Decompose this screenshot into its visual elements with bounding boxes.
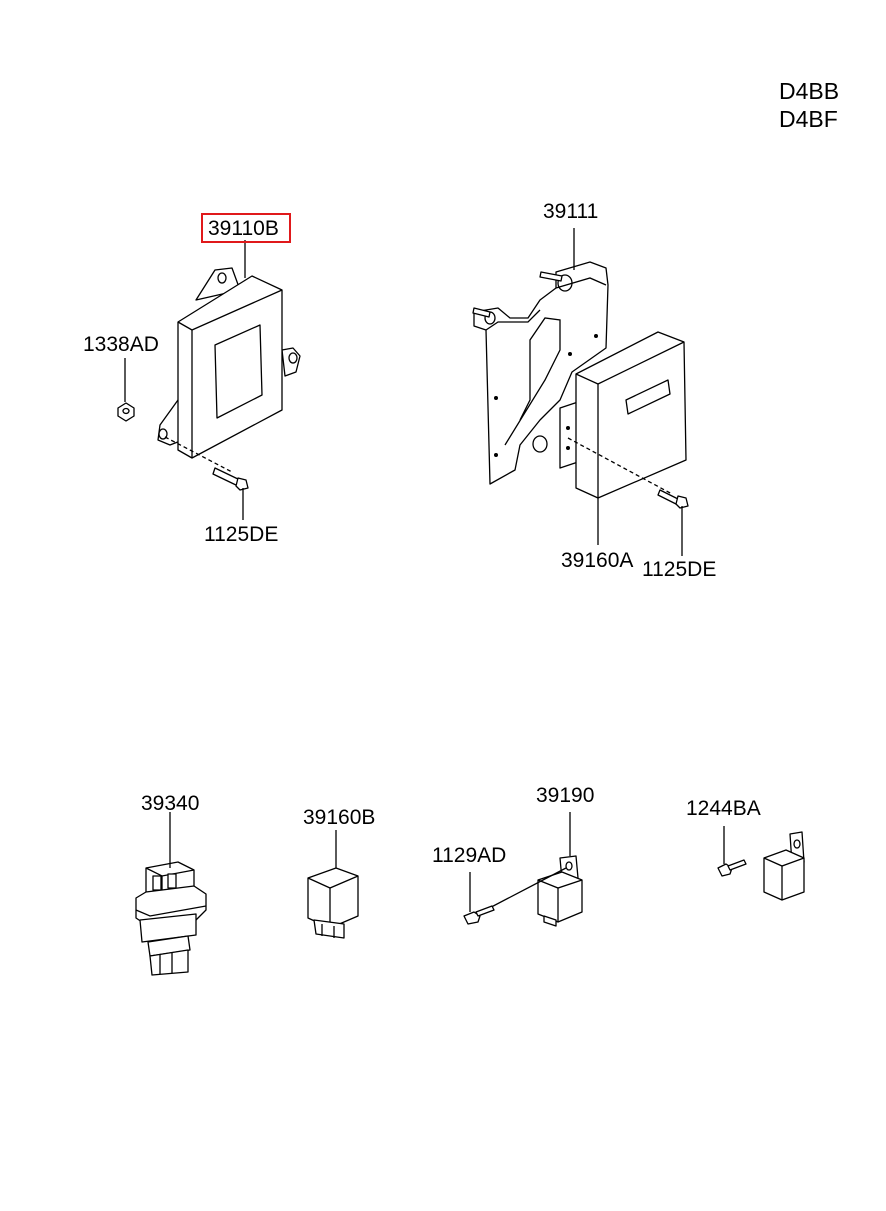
part-label-1125de-left[interactable]: 1125DE — [204, 523, 278, 546]
hex-nut-drawing — [117, 402, 135, 422]
part-label-39160a[interactable]: 39160A — [561, 549, 633, 572]
part-label-39340[interactable]: 39340 — [141, 792, 199, 815]
engine-code-d4bf: D4BF — [779, 106, 838, 132]
relay-39190-drawing — [463, 855, 583, 927]
relay-39160b-drawing — [307, 867, 359, 939]
mounting-bracket-drawing — [472, 261, 609, 485]
part-label-39110b[interactable]: 39110B — [208, 217, 279, 240]
part-label-39190[interactable]: 39190 — [536, 784, 594, 807]
selected-part-highlight — [201, 213, 291, 243]
ecu-bolt-drawing — [164, 436, 249, 491]
part-label-39111[interactable]: 39111 — [543, 200, 598, 223]
part-label-1244ba[interactable]: 1244BA — [686, 797, 761, 820]
engine-code-d4bb: D4BB — [779, 78, 839, 104]
part-label-1129ad[interactable]: 1129AD — [432, 844, 506, 867]
part-label-1338ad[interactable]: 1338AD — [83, 333, 159, 356]
part-label-39160b[interactable]: 39160B — [303, 806, 375, 829]
ecu-cover-drawing — [559, 331, 687, 499]
ecu-module-drawing — [157, 267, 301, 459]
part-label-1125de-right[interactable]: 1125DE — [642, 558, 716, 581]
relay-1244ba-drawing — [763, 831, 805, 901]
screw-1244ba-drawing — [717, 859, 747, 877]
cover-bolt-drawing — [567, 437, 689, 509]
pressure-switch-drawing — [135, 861, 207, 976]
